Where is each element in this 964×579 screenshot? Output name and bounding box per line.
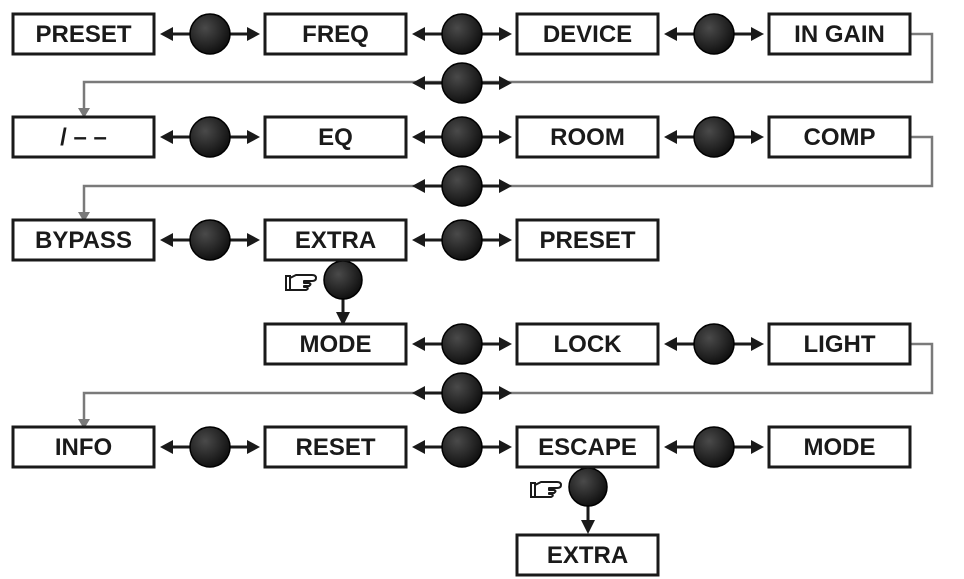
menu-item-box: ROOM	[515, 115, 660, 159]
menu-item-label: BYPASS	[35, 227, 132, 254]
menu-item-box: INFO	[11, 425, 156, 469]
menu-item-label: EXTRA	[295, 227, 376, 254]
menu-item-box: LOCK	[515, 322, 660, 366]
menu-item-box: PRESET	[11, 12, 156, 56]
rotary-knob-press-icon[interactable]	[323, 260, 363, 300]
menu-item-box: DEVICE	[515, 12, 660, 56]
menu-item-frame	[767, 425, 912, 469]
menu-item-box: EXTRA	[263, 218, 408, 262]
rotary-knob-icon[interactable]	[410, 164, 514, 208]
menu-item-frame	[515, 322, 660, 366]
rotary-knob-icon[interactable]	[410, 12, 514, 56]
menu-item-label: ROOM	[550, 124, 625, 151]
menu-item-frame	[515, 12, 660, 56]
menu-item-label: LOCK	[554, 331, 623, 358]
menu-item-label: EQ	[318, 124, 353, 151]
row5-entry-arrow	[78, 419, 90, 429]
menu-item-box: IN GAIN	[767, 12, 912, 56]
menu-item-label: COMP	[804, 124, 876, 151]
pointing-hand-press-icon	[530, 481, 562, 498]
menu-item-box: ESCAPE	[515, 425, 660, 469]
menu-item-label: RESET	[295, 434, 375, 461]
menu-boxes: PRESET FREQ DEVICE IN GAIN / – – EQ ROOM COMP BY…	[11, 12, 912, 577]
rotary-knob-icon[interactable]	[410, 425, 514, 469]
menu-item-box: MODE	[767, 425, 912, 469]
menu-item-box: EXTRA	[515, 533, 660, 577]
menu-item-box: COMP	[767, 115, 912, 159]
menu-item-label: PRESET	[539, 227, 635, 254]
menu-item-label: ESCAPE	[538, 434, 637, 461]
menu-item-label: IN GAIN	[794, 21, 885, 48]
row2-to-row3-connector	[82, 135, 934, 214]
menu-item-label: EXTRA	[547, 542, 628, 569]
rotary-knob-icon[interactable]	[410, 115, 514, 159]
menu-item-label: INFO	[55, 434, 112, 461]
menu-item-frame	[263, 218, 408, 262]
menu-item-box: BYPASS	[11, 218, 156, 262]
menu-item-box: FREQ	[263, 12, 408, 56]
menu-item-box: PRESET	[515, 218, 660, 262]
rotary-knob-icon[interactable]	[158, 218, 262, 262]
rotary-knob-icon[interactable]	[662, 425, 766, 469]
menu-item-frame	[263, 115, 408, 159]
rotary-knob-icon[interactable]	[410, 218, 514, 262]
menu-item-label: FREQ	[302, 21, 369, 48]
connector-lines	[78, 32, 934, 534]
menu-item-box: LIGHT	[767, 322, 912, 366]
row4-to-row5-connector	[82, 342, 934, 421]
menu-item-frame	[11, 425, 156, 469]
menu-item-frame	[767, 12, 912, 56]
menu-item-label: PRESET	[35, 21, 131, 48]
rotary-knob-press-icon[interactable]	[568, 467, 608, 507]
menu-item-frame	[11, 218, 156, 262]
menu-item-box: / – –	[11, 115, 156, 159]
rotary-knob-icon[interactable]	[158, 115, 262, 159]
row3-entry-arrow	[78, 212, 90, 222]
menu-item-frame	[11, 115, 156, 159]
menu-item-frame	[515, 218, 660, 262]
menu-item-frame	[263, 12, 408, 56]
menu-item-frame	[515, 425, 660, 469]
row1-to-row2-connector	[82, 32, 934, 110]
menu-item-frame	[263, 425, 408, 469]
rotary-knob-icon[interactable]	[158, 425, 262, 469]
menu-item-label: / – –	[60, 124, 107, 151]
menu-item-box: RESET	[263, 425, 408, 469]
menu-item-frame	[263, 322, 408, 366]
menu-item-box: EQ	[263, 115, 408, 159]
menu-item-label: MODE	[300, 331, 372, 358]
escape-down-arrow	[581, 520, 595, 534]
extra-down-arrow	[336, 312, 350, 326]
menu-item-label: DEVICE	[543, 21, 632, 48]
rotary-knob-icon[interactable]	[662, 12, 766, 56]
menu-item-frame	[515, 115, 660, 159]
rotary-knob-icon[interactable]	[662, 322, 766, 366]
menu-item-frame	[767, 322, 912, 366]
rotary-knob-icon[interactable]	[662, 115, 766, 159]
menu-item-frame	[515, 533, 660, 577]
rotary-knob-icon[interactable]	[410, 371, 514, 415]
row2-entry-arrow	[78, 108, 90, 118]
menu-item-frame	[11, 12, 156, 56]
rotary-knob-icon[interactable]	[158, 12, 262, 56]
menu-item-box: MODE	[263, 322, 408, 366]
menu-item-frame	[767, 115, 912, 159]
rotary-knob-icon[interactable]	[410, 61, 514, 105]
rotary-knob-icon[interactable]	[410, 322, 514, 366]
pointing-hand-press-icon	[285, 274, 317, 291]
menu-item-label: MODE	[804, 434, 876, 461]
menu-item-label: LIGHT	[804, 331, 876, 358]
